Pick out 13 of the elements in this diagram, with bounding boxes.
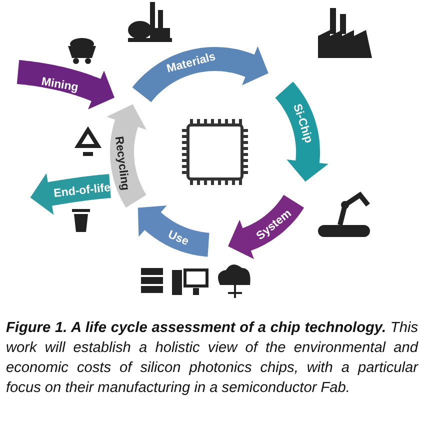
stage-label: Use [166, 228, 190, 248]
arrow-band [138, 206, 210, 257]
stage-label: Materials [166, 50, 217, 76]
arrow-band [16, 60, 114, 110]
stage-label: Mining [40, 76, 80, 94]
figure-caption: Figure 1. A life cycle assessment of a chip technology. This work will establish a holistic view of the environmental and economic costs of silicon photonics chips, with a particular focus on their manufacturing in a semiconductor Fab. [6, 319, 418, 398]
arrow-band [30, 173, 111, 215]
stage-label: Recycling [112, 136, 131, 192]
arrow-band [275, 82, 328, 182]
arrow-band [132, 46, 268, 102]
stage-label: Si-Chip [290, 102, 314, 145]
arrow-band [228, 194, 304, 260]
stage-label: End-of-life [53, 182, 111, 200]
